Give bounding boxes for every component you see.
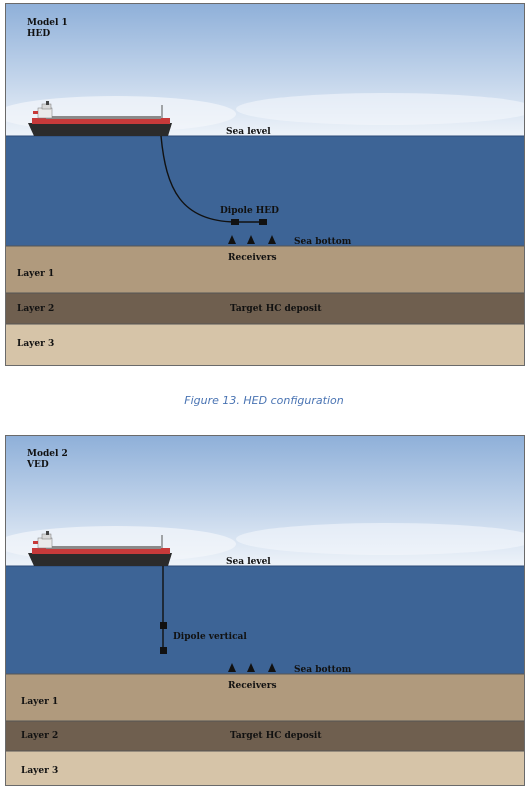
target-deposit-label: Target HC deposit: [230, 731, 322, 741]
layer-2-label: Layer 2: [21, 731, 59, 741]
model-number: Model 2: [27, 449, 68, 459]
receiver-marker: [228, 663, 236, 672]
figure-caption: Figure 13. HED configuration: [184, 394, 344, 407]
layer-1-label: Layer 1: [21, 697, 59, 707]
layer-3-label: Layer 3: [17, 339, 55, 349]
receiver-marker: [247, 235, 255, 244]
cloud: [236, 93, 524, 125]
hed-diagram: [6, 4, 524, 365]
sea-bottom-label: Sea bottom: [294, 237, 352, 247]
layer-1-label: Layer 1: [17, 269, 55, 279]
layer-1: [6, 674, 524, 721]
sea-level-label: Sea level: [226, 557, 271, 567]
layer-2: [6, 721, 524, 751]
target-deposit-label: Target HC deposit: [230, 304, 322, 314]
sea-level-label: Sea level: [226, 127, 271, 137]
ship: [28, 101, 172, 136]
cloud: [236, 523, 524, 555]
ved-diagram: [6, 436, 524, 785]
tow-cable: [160, 135, 236, 223]
layer-3-label: Layer 3: [21, 766, 59, 776]
receiver-marker: [228, 235, 236, 244]
layer-2: [6, 293, 524, 324]
receiver-marker: [268, 663, 276, 672]
receiver-marker: [268, 235, 276, 244]
ship: [28, 531, 172, 566]
model-type: HED: [27, 29, 51, 39]
model-type: VED: [27, 460, 49, 470]
sea: [6, 566, 524, 674]
hed-diagram-panel: Model 1 HED Sea level Dipole HED Sea bot…: [5, 3, 525, 366]
hed-dipole: [231, 219, 267, 225]
layer-3: [6, 324, 524, 365]
ved-dipole: [160, 566, 167, 654]
layer-1: [6, 246, 524, 293]
layer-2-label: Layer 2: [17, 304, 55, 314]
ved-diagram-panel: Model 2 VED Sea level Dipole vertical Se…: [5, 435, 525, 786]
receivers-label: Receivers: [228, 681, 277, 691]
receivers-label: Receivers: [228, 253, 277, 263]
receiver-marker: [247, 663, 255, 672]
dipole-label: Dipole HED: [220, 206, 279, 216]
model-number: Model 1: [27, 18, 68, 28]
dipole-label: Dipole vertical: [173, 632, 247, 642]
sea: [6, 136, 524, 246]
layer-3: [6, 751, 524, 785]
sea-bottom-label: Sea bottom: [294, 665, 352, 675]
